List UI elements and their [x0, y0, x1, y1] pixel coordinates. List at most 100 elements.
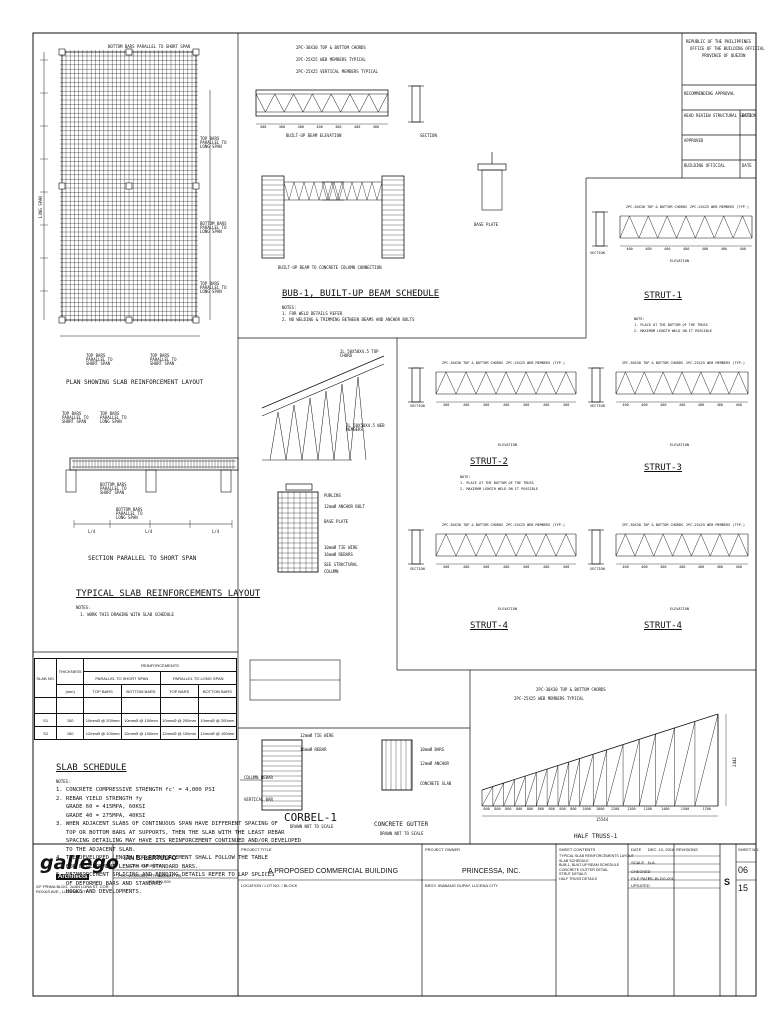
date-value: DEC. 10, 2018: [648, 847, 675, 852]
roof-web: [285, 404, 295, 461]
strut-dim-label: 400: [641, 565, 648, 569]
sheet-contents-item: TYPICAL SLAB REINFORCEMENTS LAYOUT: [559, 854, 634, 858]
bub-notes-head: NOTES:: [282, 305, 297, 310]
strut-web: [653, 371, 664, 395]
strut-web: [625, 371, 636, 395]
truss-diagonal: [503, 779, 515, 807]
project-title-label: PROJECT TITLE: [241, 847, 272, 852]
th-short-span: PARALLEL TO SHORT SPAN: [83, 671, 161, 685]
corbel-label-2: 16mmØ REBAR: [300, 747, 327, 752]
strut-web: [710, 371, 720, 395]
strut-web: [445, 371, 457, 395]
updated-label: UPDATED: [631, 883, 650, 888]
strut-web: [629, 215, 640, 239]
strut-web: [695, 215, 706, 239]
owner-label: PROJECT OWNER: [425, 847, 461, 852]
plan-left-dim: LONG SPAN: [37, 196, 43, 218]
slab-layout-notes-head: NOTES:: [76, 605, 91, 610]
truss-dim-label: 1200: [627, 807, 636, 811]
strut-title: STRUT-4: [644, 621, 682, 631]
strut-web: [719, 371, 730, 395]
strut-web: [625, 533, 636, 557]
roof-web: [293, 404, 303, 461]
bub-dim-label: 400: [335, 125, 342, 129]
beam-web: [328, 181, 335, 201]
strut-web: [465, 533, 477, 557]
bub-elevation: [255, 89, 389, 117]
slab-schedule-notes-head: NOTES:: [56, 779, 71, 784]
column-mark: [125, 182, 133, 190]
truss-dim-label: 800: [515, 807, 523, 811]
plan-label-top: BOTTOM BARS PARALLEL TO SHORT SPAN: [108, 44, 190, 49]
truss-height: 2442: [731, 757, 737, 767]
bub-dim-label: 400: [316, 125, 323, 129]
ptr-label: PTR NO.: [148, 873, 165, 878]
th-bottom-bars-2: BOTTOM BARS: [197, 684, 238, 698]
truss-total: 15544: [596, 817, 609, 822]
strut-section: [411, 529, 421, 565]
cell-mark: S1: [33, 713, 58, 727]
sheet-contents-item: SLAB SCHEDULE: [559, 858, 589, 863]
truss-diagonal: [674, 721, 696, 807]
bub-title: BUB-1, BUILT-UP BEAM SCHEDULE: [282, 289, 440, 299]
truss-diagonal: [655, 727, 675, 807]
truss-chord-label: 2PC-30X30 TOP & BOTTOM CHORDS: [536, 687, 606, 692]
structural-label: HEAD REVIEW STRUCTURAL SECTION: [684, 113, 757, 118]
note-line: FOR DEVELOPMENT LENGTH OF STANDARD BARS.: [56, 863, 199, 870]
corbel-label-1: 12mmØ TIE WIRE: [300, 733, 334, 738]
location-label: LOCATION / LOT NO. / BLOCK: [241, 883, 298, 888]
bub-dim-label: 400: [297, 125, 304, 129]
bub-web: [255, 93, 266, 113]
strut-title: STRUT-2: [470, 457, 508, 467]
strut-dim-label: 400: [503, 565, 510, 569]
strut-web: [714, 215, 724, 239]
strut-dim-label: 400: [563, 565, 570, 569]
strut-dim-label: 400: [523, 565, 530, 569]
cell-c: 12mmØ @ 100mm: [159, 726, 199, 740]
cell-d: 10mmØ @ 200mm: [197, 713, 238, 727]
section-label-3: BOTTOM BARS PARALLEL TO SHORT SPAN: [100, 482, 127, 495]
strut-dim-label: 400: [716, 565, 724, 569]
th-unit: (mm): [56, 684, 85, 698]
roof-web: [341, 383, 351, 461]
strut-dim-label: 400: [679, 565, 686, 569]
section-dim-2: L/4: [145, 529, 153, 534]
th-bottom-bars-1: BOTTOM BARS: [121, 684, 161, 698]
truss-dim-label: 1500: [680, 807, 690, 811]
beam-web: [351, 181, 358, 201]
bub-note-3: 2PC-25X25 VERTICAL MEMBERS TYPICAL: [296, 69, 378, 74]
strut-title: STRUT-1: [644, 291, 682, 301]
beam-web: [356, 181, 363, 201]
bub-note-b: 2. NO WELDING & TRIMMING BETWEEN BEAMS A…: [282, 317, 415, 322]
strut-web: [644, 371, 654, 395]
strut-dim-label: 400: [463, 565, 470, 569]
truss-diagonal: [639, 734, 656, 807]
firm-address: 2/F PRIMA BLDG, JUAN LUNA ST. COR. ROXAS…: [36, 884, 110, 894]
sheet-no-label: SHEET NO.: [738, 847, 760, 852]
bub-web: [302, 93, 313, 113]
strut-elev-caption: ELEVATION: [670, 443, 689, 447]
plan-label-r3: TOP BARS PARALLEL TO LONG SPAN: [200, 281, 227, 294]
truss-diagonal: [694, 713, 719, 807]
strut-dim-label: 400: [543, 403, 550, 407]
beam-web: [321, 181, 328, 201]
beam-web: [346, 181, 353, 201]
truss-diagonal: [622, 739, 640, 807]
strut-web: [535, 533, 547, 557]
strut-dim-label: 400: [716, 403, 724, 407]
table-row: S1 150 10mmØ @ 200mm 10mmØ @ 100mm 10mmØ…: [33, 713, 238, 727]
beam-web: [336, 181, 343, 201]
cell-thick: 150: [56, 713, 85, 727]
bub-dim-label: 400: [260, 125, 267, 129]
strut-dim-label: 400: [443, 565, 450, 569]
table-row: S2 150 12mmØ @ 100mm 12mmØ @ 100mm 12mmØ…: [33, 726, 238, 740]
strut-web: [565, 533, 577, 557]
strut-dim-label: 400: [735, 403, 742, 407]
engineer-name: IAN B. BERTULFO: [124, 856, 177, 862]
truss-dim-label: 1200: [643, 807, 652, 811]
building-official-label: BUILDING OFFICIAL: [684, 163, 725, 168]
plan-label-r1: TOP BARS PARALLEL TO LONG SPAN: [200, 136, 227, 149]
roof-label-4: 12mmØ ANCHOR BOLT: [324, 504, 365, 509]
strut-web: [535, 371, 547, 395]
